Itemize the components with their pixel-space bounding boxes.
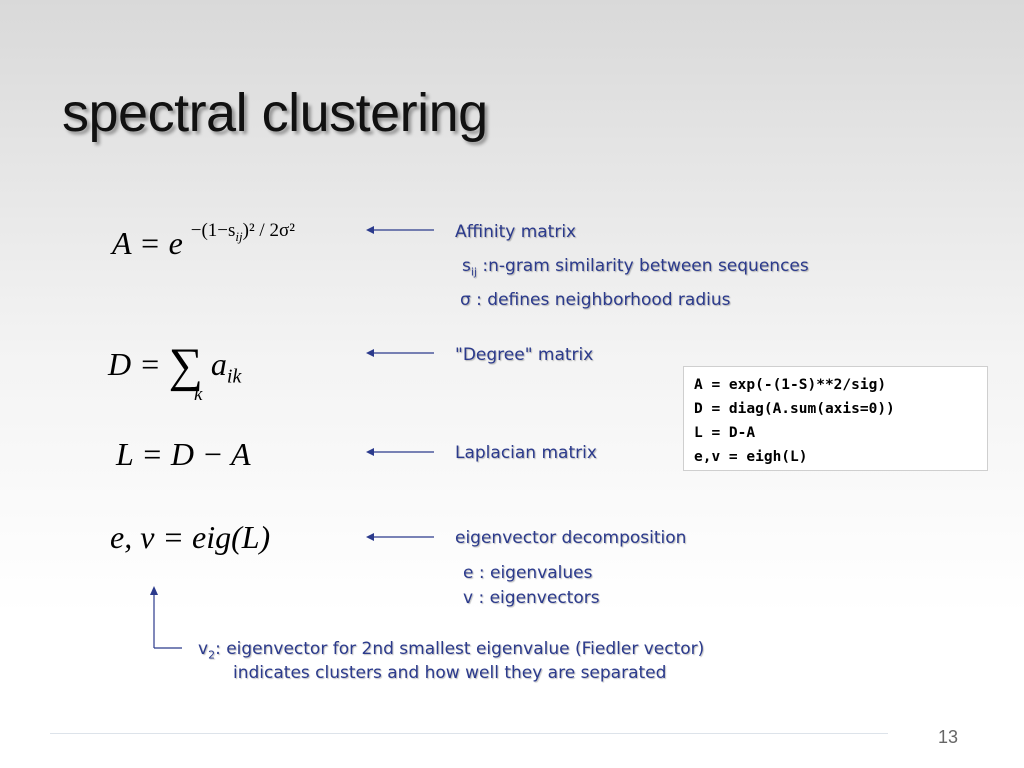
code-line: D = diag(A.sum(axis=0)): [694, 401, 895, 417]
note-degree: "Degree" matrix: [455, 345, 594, 365]
note-sij: sij :n-gram similarity between sequences: [462, 256, 809, 279]
affinity-exponent: −(1−sij)² / 2σ²: [190, 220, 295, 244]
arrow-up-icon: [150, 586, 182, 649]
arrow-left-icon: [366, 349, 434, 357]
code-line: A = exp(-(1-S)**2/sig): [694, 377, 887, 393]
sum-symbol: ∑: [168, 339, 203, 392]
slide-title: spectral clustering: [62, 83, 488, 143]
note-eigen: eigenvector decomposition: [455, 528, 687, 548]
note-sigma: σ : defines neighborhood radius: [460, 290, 731, 310]
note-fiedler-2: indicates clusters and how well they are…: [233, 663, 667, 683]
note-eigenvalues: e : eigenvalues: [463, 563, 593, 583]
code-box: A = exp(-(1-S)**2/sig) D = diag(A.sum(ax…: [683, 366, 988, 471]
page-number: 13: [938, 727, 959, 747]
footer-divider: [50, 733, 888, 734]
affinity-lhs: A = e: [112, 225, 183, 261]
note-affinity: Affinity matrix: [455, 222, 577, 242]
arrow-left-icon: [366, 533, 434, 541]
affinity-equation: A = e −(1−sij)² / 2σ²: [112, 220, 295, 262]
degree-equation: D = ∑ aik: [108, 332, 242, 392]
degree-term: aik: [210, 346, 242, 388]
arrow-left-icon: [366, 226, 434, 234]
note-eigenvectors: v : eigenvectors: [463, 588, 600, 608]
eig-equation: e, v = eig(L): [110, 519, 271, 555]
note-laplacian: Laplacian matrix: [455, 443, 597, 463]
sum-index: k: [194, 384, 203, 405]
note-fiedler: v2: eigenvector for 2nd smallest eigenva…: [198, 639, 705, 662]
laplacian-equation: L = D − A: [116, 436, 251, 472]
arrow-left-icon: [366, 448, 434, 456]
code-line: e,v = eigh(L): [694, 449, 808, 465]
degree-lhs: D =: [108, 346, 161, 382]
code-line: L = D-A: [694, 425, 756, 441]
